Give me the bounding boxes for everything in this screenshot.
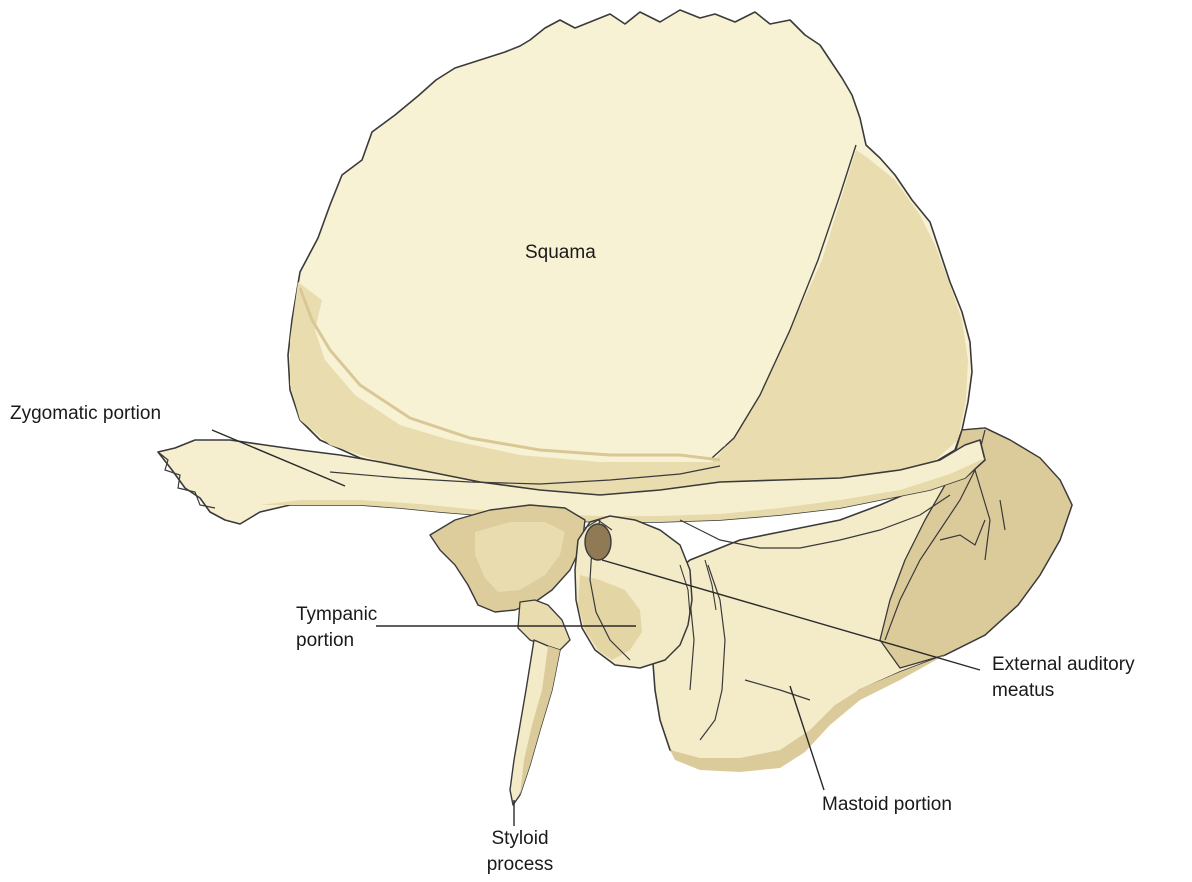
- label-tympanic-portion-line2: portion: [296, 628, 377, 654]
- label-styloid-process-line1: Styloid: [472, 826, 568, 852]
- label-zygomatic-portion: Zygomatic portion: [10, 401, 161, 427]
- label-external-auditory-meatus: External auditory meatus: [992, 652, 1135, 704]
- label-styloid-process-line2: process: [472, 852, 568, 878]
- styloid-sheath: [518, 600, 570, 650]
- label-external-auditory-meatus-line1: External auditory: [992, 652, 1135, 678]
- external-auditory-meatus-opening: [585, 524, 611, 560]
- label-external-auditory-meatus-line2: meatus: [992, 678, 1135, 704]
- label-tympanic-portion-line1: Tympanic: [296, 602, 377, 628]
- label-mastoid-portion: Mastoid portion: [822, 792, 952, 818]
- label-squama: Squama: [525, 240, 596, 266]
- label-styloid-process: Styloid process: [472, 826, 568, 878]
- label-tympanic-portion: Tympanic portion: [296, 602, 377, 654]
